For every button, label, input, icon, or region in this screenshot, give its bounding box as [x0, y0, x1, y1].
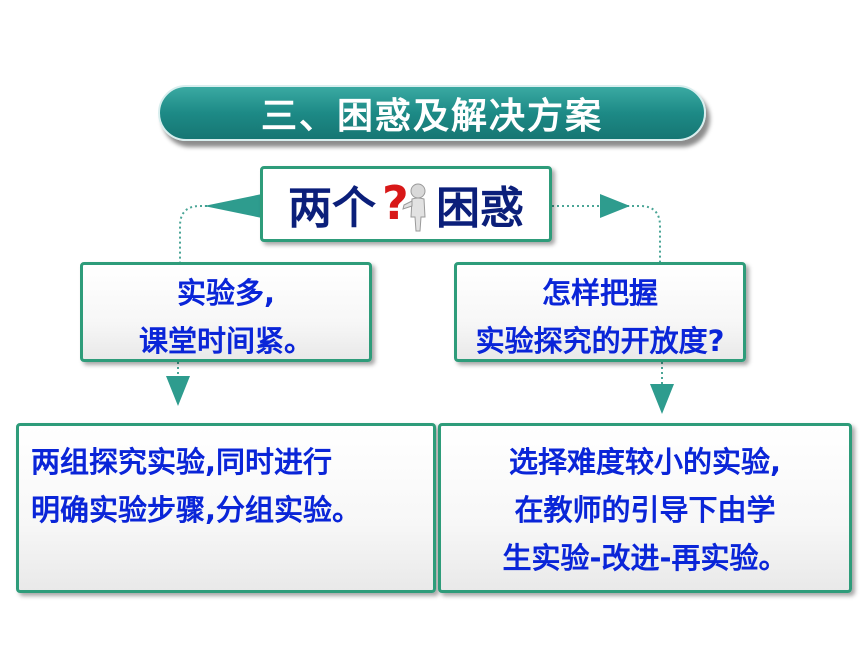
problem-1-line-1: 实验多, — [176, 276, 276, 310]
svg-text:?: ? — [382, 176, 409, 230]
solution-1-line-1: 两组探究实验,同时进行 — [31, 445, 333, 479]
solution-2-line-2: 在教师的引导下由学 — [514, 493, 776, 527]
solution-1-line-2: 明确实验步骤,分组实验。 — [31, 493, 362, 527]
arrow-left-head — [204, 194, 262, 218]
solution-2-line-1: 选择难度较小的实验, — [508, 445, 782, 479]
title-suffix: 困惑 — [436, 183, 524, 234]
center-title-box: 两个 ? 困惑 — [260, 166, 552, 242]
section-title: 三、困惑及解决方案 — [260, 96, 603, 137]
solution-box-2: 选择难度较小的实验, 在教师的引导下由学 生实验-改进-再实验。 — [438, 423, 852, 593]
question-mark-figure-icon: ? — [378, 175, 434, 233]
problem-box-1: 实验多, 课堂时间紧。 — [80, 262, 372, 362]
problem-2-line-1: 怎样把握 — [541, 276, 658, 310]
problem-box-2: 怎样把握 实验探究的开放度? — [454, 262, 746, 362]
arrow-left-down-head — [166, 376, 190, 406]
section-banner: 三、困惑及解决方案 — [158, 85, 706, 141]
solution-box-1: 两组探究实验,同时进行 明确实验步骤,分组实验。 — [16, 423, 436, 593]
solution-2-line-3: 生实验-改进-再实验。 — [502, 541, 788, 575]
arrow-right-down-head — [650, 384, 674, 414]
connector-right-top — [552, 205, 661, 262]
problem-1-line-2: 课堂时间紧。 — [138, 324, 313, 358]
arrow-right-head — [600, 194, 630, 218]
problem-2-line-2: 实验探究的开放度? — [475, 324, 725, 358]
title-prefix: 两个 — [288, 183, 376, 234]
